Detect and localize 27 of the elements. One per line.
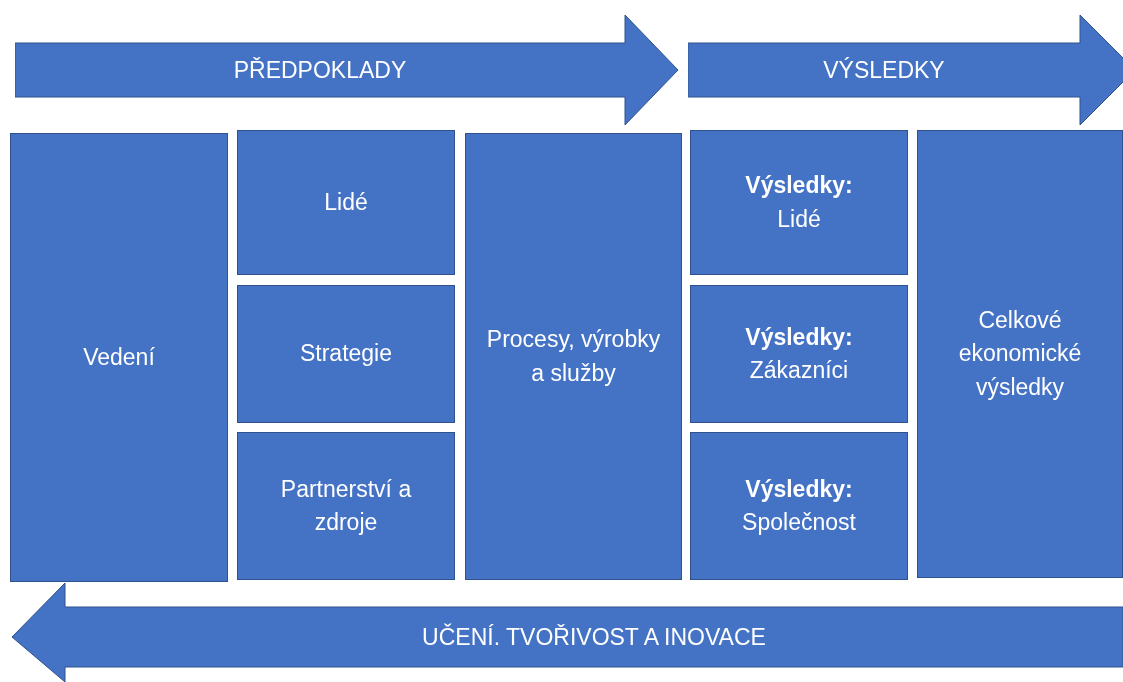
category-box <box>237 130 455 275</box>
category-box <box>465 133 682 580</box>
box-label: Lidé <box>777 204 821 234</box>
right-arrow-banner <box>15 15 678 125</box>
box-heading: Výsledky: <box>745 322 853 352</box>
category-box <box>690 130 908 275</box>
box-label: Lidé <box>324 187 368 217</box>
category-box <box>690 432 908 580</box>
banner-label: VÝSLEDKY <box>822 55 946 85</box>
box-label: Zákazníci <box>749 356 849 385</box>
box-heading: Výsledky: <box>745 474 853 504</box>
box-label: Vedení <box>83 342 155 372</box>
category-box <box>237 432 455 580</box>
box-label: Celkové ekonomické výsledky <box>957 306 1083 402</box>
banner-label: PŘEDPOKLADY <box>232 55 408 85</box>
category-box <box>10 133 228 582</box>
category-box <box>690 285 908 423</box>
right-arrow-banner <box>688 15 1123 125</box>
box-label: Procesy, výrobky a služby <box>485 325 662 388</box>
category-box <box>917 130 1123 578</box>
left-arrow-banner <box>12 583 1123 682</box>
banner-label: UČENÍ. TVOŘIVOST A INOVACE <box>421 622 767 652</box>
box-heading: Výsledky: <box>745 171 853 201</box>
box-label: Partnerství a zdroje <box>279 474 413 537</box>
box-label: Strategie <box>299 339 393 369</box>
category-box <box>237 285 455 423</box>
box-label: Společnost <box>742 508 856 537</box>
